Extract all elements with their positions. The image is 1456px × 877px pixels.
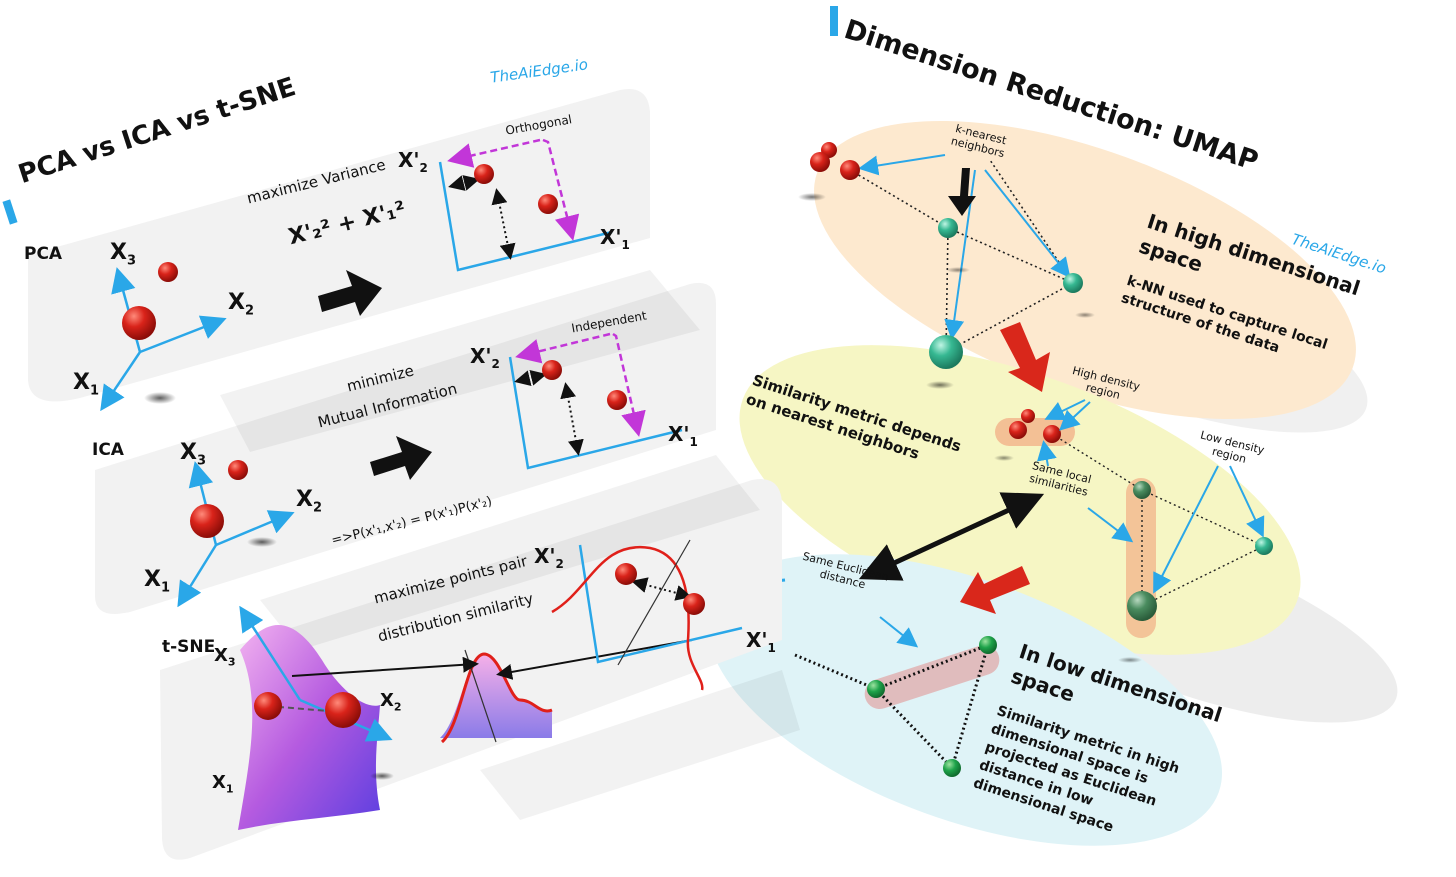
- red-transition-arrow-1: [1000, 322, 1050, 392]
- pca-axis-x2: X2: [228, 290, 255, 319]
- ica-plot-x-label: X'1: [668, 422, 698, 449]
- pca-axis-x3: X3: [110, 240, 137, 269]
- tsne-2d-plot: [551, 539, 743, 691]
- high-point: [840, 160, 860, 180]
- left-title-accent: [2, 199, 18, 225]
- pca-transform-arrow: [318, 270, 382, 316]
- ica-plot-y-label: X'2: [470, 344, 500, 371]
- tsne-plot-y-label: X'2: [534, 544, 564, 571]
- pca-axis-x1: X1: [73, 370, 100, 399]
- ica-axis-x2: X2: [296, 487, 323, 516]
- high-dim-edges: [849, 159, 1074, 353]
- umap-title-accent: [830, 6, 838, 36]
- knn-down-arrow: [948, 168, 976, 216]
- tsne-axis-x2: X2: [380, 690, 402, 714]
- high-point: [810, 152, 830, 172]
- high-point: [938, 218, 958, 238]
- high-point: [929, 335, 963, 369]
- tsne-axis-x3: X3: [214, 645, 236, 669]
- tsne-plot-x-label: X'1: [746, 628, 776, 655]
- pca-plot-y-label: X'2: [398, 148, 428, 175]
- ica-label: ICA: [92, 440, 124, 460]
- low-dim-plane: [707, 554, 1223, 846]
- euclid-highlight: [864, 645, 1000, 709]
- tsne-label: t-SNE: [162, 637, 216, 657]
- high-point: [1063, 273, 1083, 293]
- high-dim-plane: [814, 120, 1356, 420]
- ica-2d-plot: [508, 332, 683, 470]
- pca-label: PCA: [24, 244, 63, 264]
- pca-plot-x-label: X'1: [600, 225, 630, 252]
- ica-axis-x1: X1: [144, 567, 171, 596]
- tsne-3d-surface: [238, 625, 380, 830]
- pca-card: [28, 88, 650, 402]
- pca-2d-plot: [438, 138, 613, 272]
- same-similarity-double-arrow: [858, 492, 1045, 581]
- ica-transform-arrow: [370, 436, 432, 480]
- tsne-axis-x1: X1: [212, 772, 234, 796]
- high-density-highlight: [995, 418, 1075, 446]
- ica-axis-x3: X3: [180, 440, 207, 469]
